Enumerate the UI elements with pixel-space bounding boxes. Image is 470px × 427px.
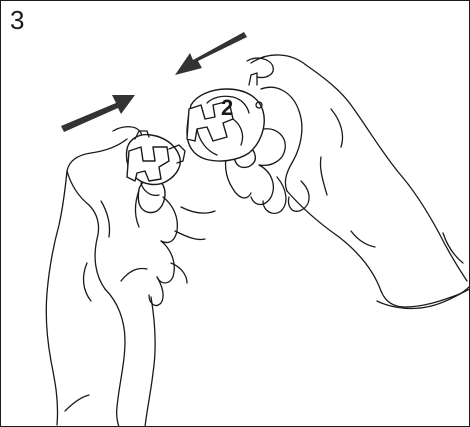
part-2-cap: 2	[187, 73, 264, 161]
arrow-down-left-icon	[175, 32, 247, 75]
right-hand	[226, 55, 470, 309]
part-label: 2	[221, 95, 233, 120]
